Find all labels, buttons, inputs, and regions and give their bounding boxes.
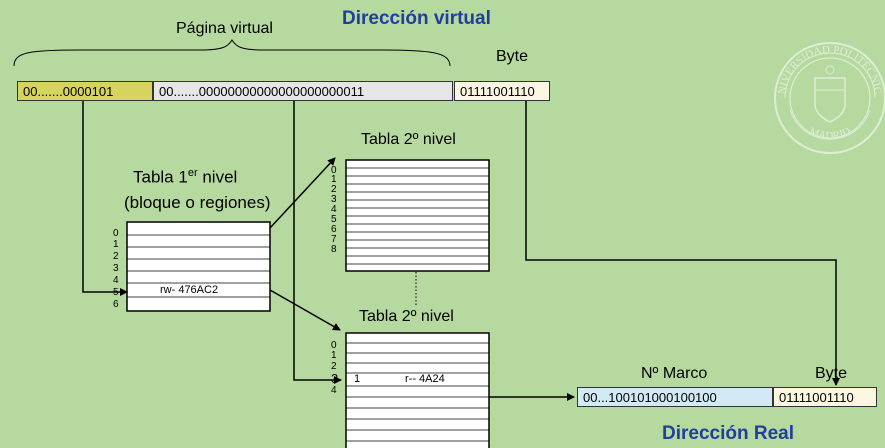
byte-label-bottom: Byte	[815, 365, 848, 382]
second-level-top-index-4: 4	[331, 204, 337, 215]
second-level-top-index-2: 2	[331, 184, 337, 195]
first-level-index-1: 1	[113, 239, 119, 250]
virtual-second-level-field: 00.......00000000000000000000011	[153, 81, 453, 101]
first-level-index-5: 5	[113, 287, 119, 298]
frame-number-label: Nº Marco	[641, 365, 708, 382]
second-level-table-top	[345, 159, 490, 272]
arrow-offset-copy	[525, 101, 840, 386]
first-level-table	[126, 221, 271, 312]
first-level-index-4: 4	[113, 275, 119, 286]
second-level-top-index-6: 6	[331, 224, 337, 235]
first-level-title-tail: nivel	[197, 167, 238, 187]
real-frame-field: 00...100101000100100	[577, 387, 773, 407]
second-level-top-index-5: 5	[331, 214, 337, 225]
svg-text:MADRID: MADRID	[807, 125, 852, 142]
second-level-top-index-1: 1	[331, 174, 337, 185]
first-level-table-subtitle: (bloque o regiones)	[124, 193, 271, 212]
second-level-bottom-index-1: 1	[331, 350, 337, 361]
second-level-bottom-index-4: 4	[331, 385, 337, 396]
first-level-index-2: 2	[113, 251, 119, 262]
virtual-offset-field: 01111001110	[454, 81, 550, 101]
virtual-first-level-field: 00.......0000101	[17, 81, 153, 101]
second-level-top-index-7: 7	[331, 234, 337, 245]
virtual-page-brace	[13, 38, 451, 67]
second-level-bottom-index-3: 3	[331, 371, 339, 386]
second-level-entry-valid: 1	[354, 373, 361, 385]
second-level-top-index-3: 3	[331, 194, 337, 205]
second-level-bottom-index-0: 0	[331, 340, 337, 351]
arrow-to-second-table-top	[269, 157, 336, 229]
virtual-page-label: Página virtual	[176, 20, 273, 37]
arrow-second-level-index	[293, 101, 342, 384]
first-level-entry: rw- 476AC2	[160, 284, 219, 296]
first-level-index-6: 6	[113, 299, 119, 310]
arrow-to-second-table-bottom	[269, 289, 341, 331]
second-level-table-bottom-title: Tabla 2º nivel	[359, 308, 454, 325]
second-level-table-top-title: Tabla 2º nivel	[361, 131, 456, 148]
first-level-title-main: Tabla 1	[133, 167, 188, 187]
first-level-table-title: Tabla 1er nivel	[133, 167, 237, 188]
real-offset-field: 01111001110	[773, 387, 877, 407]
first-level-title-sup: er	[187, 167, 198, 179]
first-level-index-0: 0	[113, 228, 119, 239]
arrow-first-level-index	[82, 101, 128, 296]
first-level-index-3: 3	[113, 263, 119, 274]
real-address-title: Dirección Real	[662, 423, 794, 444]
second-level-entry: r-- 4A24	[405, 373, 445, 385]
second-level-bottom-index-2: 2	[331, 361, 337, 372]
byte-label-top: Byte	[496, 48, 529, 65]
virtual-address-title: Dirección virtual	[342, 8, 491, 29]
second-level-top-index-8: 8	[331, 244, 337, 255]
second-level-top-index-0: 0	[331, 165, 337, 176]
second-level-table-bottom	[345, 332, 490, 448]
